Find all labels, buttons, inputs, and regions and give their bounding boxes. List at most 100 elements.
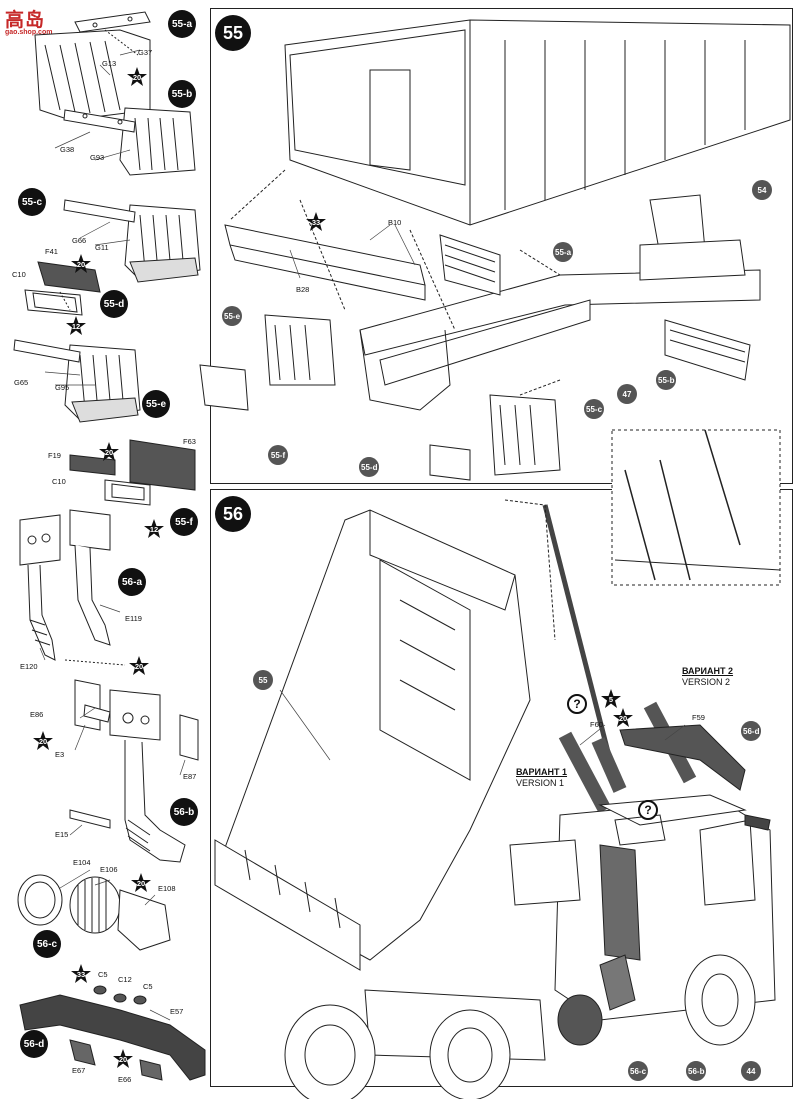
variant-1-ru: ВАРИАНТ 1 <box>516 767 568 777</box>
part-56b-drawing <box>69 679 199 863</box>
callout-55a: 55-a <box>553 242 574 262</box>
watermark-site: gao.shop.com <box>5 29 53 36</box>
part-label-e57: E57 <box>170 1007 184 1016</box>
leader-lines <box>39 49 686 1021</box>
part-label-c5-a: C5 <box>98 970 108 979</box>
paint-star-20-f: 20 <box>130 872 152 894</box>
paint-star-20-b: 20 <box>70 253 92 275</box>
callout-55b: 55-b <box>656 370 677 390</box>
callout-56d: 56-d <box>741 721 762 741</box>
callout-55: 55 <box>253 670 273 690</box>
paint-star-12-a: 12 <box>65 315 87 337</box>
substep-55f-badge: 55-f <box>170 508 198 536</box>
variant-1-en: VERSION 1 <box>516 778 565 788</box>
question-mark-a: ? <box>567 694 587 714</box>
substep-55d-badge: 55-d <box>100 290 128 318</box>
substep-56a-badge: 56-a <box>118 568 146 596</box>
variant-2-label: ВАРИАНТ 2 VERSION 2 <box>682 666 733 688</box>
part-label-g65: G65 <box>14 378 29 387</box>
part-label-e86: E86 <box>30 710 44 719</box>
part-label-g66: G66 <box>72 236 87 245</box>
step56-drawing <box>214 429 781 1099</box>
paint-star-12-b: 12 <box>143 518 165 540</box>
part-label-e119: E119 <box>125 614 142 623</box>
paint-star-12-b-text: 12 <box>149 524 159 534</box>
paint-star-20-a-text: 20 <box>132 72 142 82</box>
question-mark-b: ? <box>638 800 658 820</box>
part-label-b10: B10 <box>388 218 402 227</box>
substep-55b-badge: 55-b <box>168 80 196 108</box>
paint-star-33-b: 33 <box>305 211 327 233</box>
paint-star-20-b-text: 20 <box>76 259 86 269</box>
watermark-logo: 高岛 gao.shop.com <box>5 5 52 36</box>
part-label-e66: E66 <box>118 1075 132 1084</box>
variant-2-ru: ВАРИАНТ 2 <box>682 666 734 676</box>
step55-drawing <box>199 19 791 482</box>
part-label-g95: G95 <box>55 383 70 392</box>
part-label-e15: E15 <box>55 830 69 839</box>
paint-star-20-g-text: 20 <box>118 1054 128 1064</box>
part-label-e3: E3 <box>55 750 65 759</box>
part-label-e67: E67 <box>72 1066 86 1075</box>
part-label-c12: C12 <box>118 975 132 984</box>
part-label-e104: E104 <box>73 858 91 867</box>
paint-star-5-text: 5 <box>608 694 614 704</box>
callout-55d: 55-d <box>359 457 380 477</box>
part-label-g11: G11 <box>95 243 109 252</box>
part-label-c5-b: C5 <box>143 982 153 991</box>
part-label-e108: E108 <box>158 884 176 893</box>
substep-56c-badge: 56-c <box>33 930 61 958</box>
step-56-number: 56 <box>215 496 251 532</box>
paint-star-20-e-text: 20 <box>38 736 48 746</box>
callout-56c: 56-c <box>628 1061 649 1081</box>
substep-56b-badge: 56-b <box>170 798 198 826</box>
callout-55e: 55-e <box>222 306 243 326</box>
paint-star-33-a: 33 <box>70 963 92 985</box>
part-label-g37: G37 <box>138 48 153 57</box>
part-55b-drawing <box>63 107 196 176</box>
paint-star-20-g: 20 <box>112 1048 134 1070</box>
callout-55f: 55-f <box>268 445 288 465</box>
paint-star-20-f-text: 20 <box>136 878 146 888</box>
paint-star-20-c-text: 20 <box>104 447 114 457</box>
part-label-g13: G13 <box>102 59 117 68</box>
part-55e-drawing <box>13 339 141 423</box>
paint-star-20-c: 20 <box>98 441 120 463</box>
part-56a-drawing <box>19 509 126 666</box>
variant-1-label: ВАРИАНТ 1 VERSION 1 <box>516 767 567 789</box>
paint-star-20-d-text: 20 <box>134 661 144 671</box>
part-56c-drawing <box>17 874 171 951</box>
substep-55e-badge: 55-e <box>142 390 170 418</box>
part-label-g38: G38 <box>60 145 75 154</box>
paint-star-20-h-text: 20 <box>618 713 628 723</box>
step-55-number: 55 <box>215 15 251 51</box>
callout-55c: 55-c <box>584 399 605 419</box>
substep-56d-badge: 56-d <box>20 1030 48 1058</box>
paint-star-20-h: 20 <box>612 707 634 729</box>
watermark-characters: 高岛 <box>5 9 46 31</box>
part-label-f19: F19 <box>48 451 61 460</box>
paint-star-20-e: 20 <box>32 730 54 752</box>
paint-star-5: 5 <box>600 688 622 710</box>
paint-star-20-a: 20 <box>126 66 148 88</box>
callout-47: 47 <box>617 384 637 404</box>
paint-star-20-d: 20 <box>128 655 150 677</box>
part-label-f59: F59 <box>692 713 705 722</box>
part-label-g93: G93 <box>90 153 105 162</box>
part-label-e120: E120 <box>20 662 38 671</box>
variant-2-en: VERSION 2 <box>682 677 731 687</box>
part-label-c10-a: C10 <box>12 270 26 279</box>
callout-44: 44 <box>741 1061 761 1081</box>
part-label-f60: F60 <box>590 720 603 729</box>
substep-55c-badge: 55-c <box>18 188 46 216</box>
paint-star-33-a-text: 33 <box>76 969 86 979</box>
substep-55a-badge: 55-a <box>168 10 196 38</box>
part-label-b28: B28 <box>296 285 310 294</box>
part-label-e87: E87 <box>183 772 197 781</box>
part-label-f41: F41 <box>45 247 58 256</box>
part-55f-drawing <box>69 439 196 506</box>
part-55c-drawing <box>63 199 201 283</box>
paint-star-12-a-text: 12 <box>71 321 81 331</box>
callout-54: 54 <box>752 180 772 200</box>
